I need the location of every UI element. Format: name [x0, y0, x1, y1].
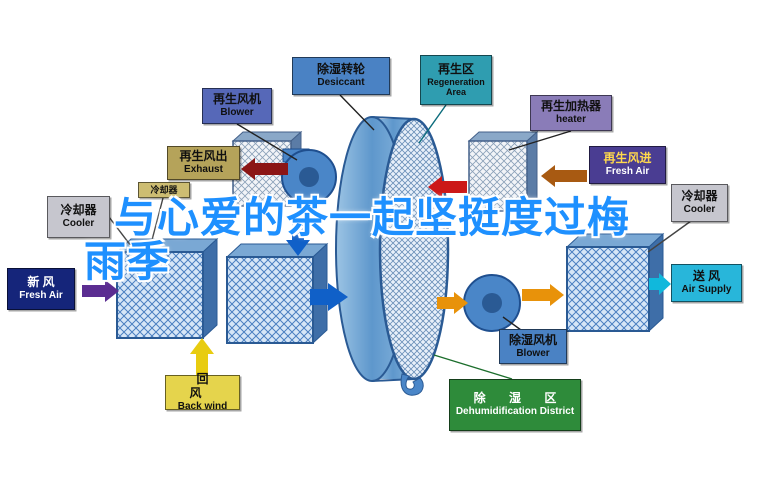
label-exhaust-zh: 再生风出: [179, 149, 228, 164]
arrow-orange-fan-to-cooler: [522, 284, 564, 306]
label-dehumid-blower-zh: 除湿风机: [508, 332, 557, 347]
label-cooler-small: 冷却器: [138, 182, 190, 198]
label-dehumid-district-zh: 除 湿 区: [473, 391, 567, 406]
label-cooler-left-en: Cooler: [62, 218, 95, 230]
label-cooler-right: 冷却器 Cooler: [671, 184, 728, 222]
label-back-wind-zh: 回 风: [189, 371, 223, 400]
label-exhaust: 再生风出 Exhaust: [167, 146, 240, 180]
arrow-yellow-back-wind: [190, 338, 214, 376]
arrow-cyan-air-supply: [649, 273, 671, 295]
label-regen-blower: 再生风机 Blower: [202, 88, 272, 124]
label-regen-fresh-air-en: Fresh Air: [605, 166, 650, 178]
label-air-supply-zh: 送 风: [692, 269, 721, 284]
connector-lines: [108, 94, 692, 380]
label-dehumid-blower: 除湿风机 Blower: [499, 329, 567, 364]
arrow-blue-to-wheel: [310, 283, 348, 311]
label-regen-heater: 再生加热器 heater: [530, 95, 612, 131]
arrow-blue-down-into-unit: [286, 220, 310, 256]
label-desiccant: 除湿转轮 Desiccant: [292, 57, 390, 95]
label-regeneration-area-en: Regeneration Area: [427, 76, 485, 97]
label-regen-heater-zh: 再生加热器: [540, 99, 601, 114]
flow-arrows: [82, 158, 671, 376]
label-fresh-air-zh: 新 风: [27, 275, 55, 290]
label-desiccant-zh: 除湿转轮: [316, 62, 365, 77]
label-dehumid-district: 除 湿 区 Dehumidification District: [449, 379, 581, 431]
label-regeneration-area-zh: 再生区: [437, 61, 474, 76]
label-dehumid-district-en: Dehumidification District: [455, 406, 575, 418]
label-fresh-air-en: Fresh Air: [19, 290, 63, 302]
label-cooler-left-zh: 冷却器: [60, 203, 97, 218]
arrow-purple-fresh-air-in: [82, 280, 119, 302]
label-regen-heater-en: heater: [555, 114, 586, 126]
label-regen-fresh-air: 再生风进 Fresh Air: [589, 146, 666, 184]
label-cooler-small-zh: 冷却器: [150, 184, 178, 195]
label-cooler-right-zh: 冷却器: [681, 189, 718, 204]
arrow-darkred-exhaust-out: [241, 158, 288, 180]
label-back-wind-en: Back wind: [177, 400, 228, 412]
regen-heater-box: [467, 130, 539, 213]
label-regen-fresh-air-zh: 再生风进: [603, 151, 652, 166]
arrow-orange-wheel-to-fan: [437, 292, 468, 314]
label-regen-blower-en: Blower: [220, 107, 254, 119]
label-back-wind: 回 风 Back wind: [165, 371, 240, 412]
label-cooler-left: 冷却器 Cooler: [47, 196, 110, 238]
desiccant-wheel: [335, 116, 450, 396]
watermark-line2: 雨季: [84, 238, 171, 286]
dehumid-blower-fan: [463, 274, 521, 332]
label-air-supply: 送 风 Air Supply: [671, 264, 742, 302]
label-exhaust-en: Exhaust: [184, 164, 223, 176]
label-cooler-right-en: Cooler: [683, 204, 716, 216]
watermark-line1: 与心爱的茶一起坚挺度过梅: [114, 194, 631, 241]
label-regen-blower-zh: 再生风机: [212, 92, 261, 107]
label-desiccant-en: Desiccant: [317, 77, 365, 89]
arrow-red-regen-in: [428, 176, 467, 198]
watermark-text: 与心爱的茶一起坚挺度过梅 雨季: [84, 194, 631, 286]
regen-blower-fan: [281, 148, 337, 205]
ahu-right-cooler-unit: [565, 232, 665, 333]
label-regeneration-area: 再生区 Regeneration Area: [420, 55, 492, 105]
label-dehumid-blower-en: Blower: [516, 347, 550, 359]
arrow-brown-regen-fresh: [541, 165, 587, 187]
label-air-supply-en: Air Supply: [681, 284, 732, 296]
wheel-seal-hook: [400, 373, 424, 396]
ahu-left-cooler-unit: [115, 237, 219, 340]
label-fresh-air: 新 风 Fresh Air: [7, 268, 75, 310]
